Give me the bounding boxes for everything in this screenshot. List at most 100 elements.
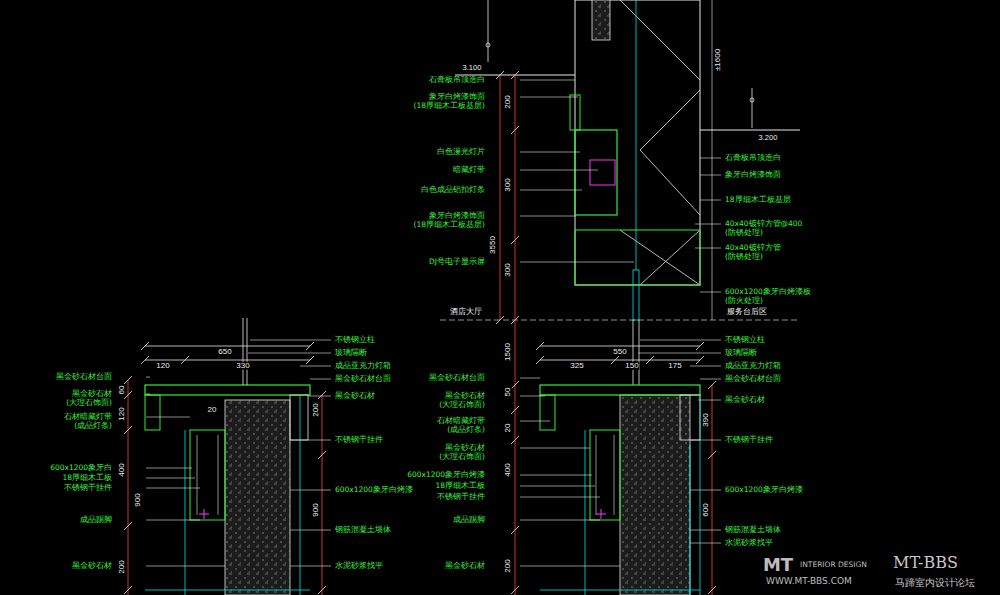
- material-label: 不锈钢干挂件: [64, 484, 112, 492]
- material-label: 40x40镀锌方管@400: [725, 220, 802, 228]
- material-label: 黑金砂石材: [335, 392, 375, 400]
- dimension: 325: [569, 362, 584, 370]
- watermark: 马蹄室内设计论坛: [895, 578, 975, 589]
- material-label: 石膏板吊顶造白: [725, 154, 781, 162]
- material-label: 石材暗藏灯带: [437, 417, 485, 425]
- dimension: 300: [504, 262, 512, 277]
- material-label: 不锈钢立柱: [725, 336, 765, 344]
- dimension: 200: [312, 402, 320, 417]
- material-label: (大理石饰面): [439, 401, 485, 409]
- material-label: 黑金砂石材台面: [56, 373, 112, 381]
- dimension: 300: [504, 177, 512, 192]
- dimension: 900: [312, 502, 320, 517]
- dimension: 400: [504, 462, 512, 477]
- material-label: 成品亚克力灯箱: [725, 362, 781, 370]
- material-label: (成品灯条): [447, 426, 485, 434]
- material-label: 白色漫光灯片: [437, 148, 485, 156]
- area-label: 酒店大厅: [450, 308, 482, 316]
- dimension: 3550: [489, 235, 497, 255]
- material-label: 不锈钢干挂件: [725, 436, 773, 444]
- material-label: 钢筋混凝土墙体: [725, 526, 781, 534]
- dimension: 1500: [504, 342, 512, 362]
- material-label: 黑金砂石材: [445, 444, 485, 452]
- material-label: 黑金砂石材: [445, 392, 485, 400]
- dimension: 20: [504, 423, 512, 434]
- dimension: 200: [504, 94, 512, 109]
- material-label: (18厚细木工板基层): [414, 102, 485, 110]
- leader-lines: [146, 80, 721, 566]
- material-label: 600x1200象牙白烤漆: [407, 471, 485, 479]
- dimension: 550: [612, 348, 627, 356]
- watermark: MT-BBS: [893, 555, 958, 572]
- watermark: MT: [763, 556, 793, 575]
- material-label: (防锈处理): [725, 253, 763, 261]
- material-label: 水泥砂浆找平: [335, 562, 383, 570]
- material-label: 黑金砂石材: [72, 390, 112, 398]
- material-label: 暗藏灯带: [453, 166, 485, 174]
- elevation-mark: 3.100: [462, 64, 483, 72]
- material-label: 钢筋混凝土墙体: [335, 526, 391, 534]
- material-label: 成品踢脚: [453, 516, 485, 524]
- ceiling-structure: [440, 0, 800, 385]
- dimension-lines: [124, 71, 716, 595]
- material-label: 18厚细木工板基层: [725, 196, 791, 204]
- dimension: 20: [207, 406, 218, 414]
- dimension: 60: [118, 385, 126, 396]
- material-label: 600x1200象牙白烤漆板: [725, 288, 811, 296]
- material-label: 黑金砂石材台面: [429, 374, 485, 382]
- material-label: 白色成品铝扣灯条: [421, 186, 485, 194]
- material-label: 600x1200象牙白烤漆: [725, 486, 803, 494]
- material-label: 象牙白烤漆饰面: [429, 212, 485, 220]
- material-label: 600x1200象牙白烤漆: [335, 486, 413, 494]
- dimension: 600: [702, 502, 710, 517]
- material-label: 玻璃隔断: [725, 349, 757, 357]
- material-label: 18厚细木工板: [62, 474, 112, 482]
- material-label: 水泥砂浆找平: [725, 539, 773, 547]
- material-label: (防火处理): [725, 297, 763, 305]
- material-label: 石膏板吊顶造白: [429, 76, 485, 84]
- material-label: 黑金砂石材台面: [335, 375, 391, 383]
- dimension: 400: [118, 462, 126, 477]
- dimension: 200: [504, 558, 512, 573]
- material-label: (大理石饰面): [439, 453, 485, 461]
- material-label: 600x1200象牙白: [50, 464, 112, 472]
- dimension: ±1600: [714, 48, 722, 72]
- material-label: 黑金砂石材台面: [725, 375, 781, 383]
- material-label: (大理石饰面): [66, 399, 112, 407]
- material-label: 18厚细木工板: [435, 482, 485, 490]
- dimension: 150: [624, 362, 639, 370]
- dimension: 900: [134, 492, 142, 507]
- material-label: (18厚细木工板基层): [414, 221, 485, 229]
- service-counter-left: [145, 318, 310, 595]
- service-counter-right: [540, 385, 700, 595]
- watermark: INTERIOR DESIGN: [800, 561, 867, 569]
- material-label: 象牙白烤漆饰面: [725, 171, 781, 179]
- elevation-mark: 3.200: [758, 134, 779, 142]
- material-label: (防锈处理): [725, 229, 763, 237]
- dimension: 120: [155, 362, 170, 370]
- dimension: 120: [118, 406, 126, 421]
- dimension: 200: [118, 559, 126, 574]
- material-label: 成品亚克力灯箱: [335, 362, 391, 370]
- material-label: 成品踢脚: [80, 516, 112, 524]
- area-label: 服务台后区: [727, 308, 767, 316]
- material-label: 石材暗藏灯带: [64, 413, 112, 421]
- material-label: 黑金砂石材: [445, 562, 485, 570]
- material-label: 黑金砂石材: [725, 396, 765, 404]
- dimension: 175: [667, 362, 682, 370]
- material-label: DJ号电子显示屏: [429, 258, 485, 266]
- material-label: 玻璃隔断: [335, 349, 367, 357]
- watermark: WWW.MT-BBS.COM: [766, 577, 852, 586]
- material-label: 不锈钢干挂件: [437, 493, 485, 501]
- material-label: 象牙白烤漆饰面: [429, 93, 485, 101]
- dimension: 650: [217, 348, 232, 356]
- material-label: 不锈钢干挂件: [335, 436, 383, 444]
- material-label: 不锈钢立柱: [335, 336, 375, 344]
- material-label: (成品灯条): [74, 422, 112, 430]
- dimension: 330: [235, 362, 250, 370]
- dimension: 390: [702, 412, 710, 427]
- material-label: 40x40镀锌方管: [725, 244, 781, 252]
- dimension: 50: [504, 387, 512, 398]
- material-label: 黑金砂石材: [72, 562, 112, 570]
